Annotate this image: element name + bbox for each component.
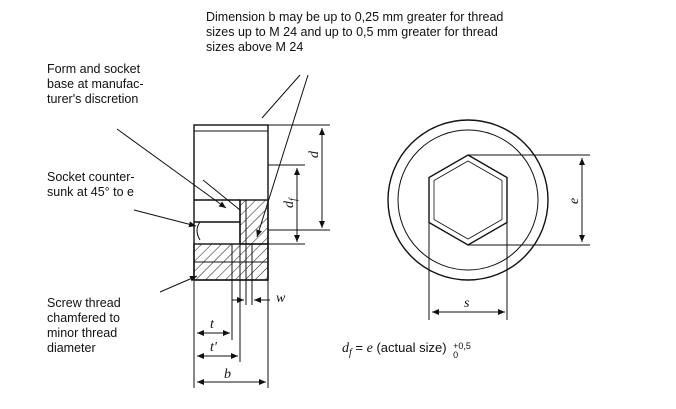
hex-socket — [428, 154, 508, 246]
note-top-line-1: Dimension b may be up to 0,25 mm greater… — [206, 10, 504, 24]
plug-wall-hatch — [239, 199, 269, 245]
note-thread-line-1: Screw thread — [47, 296, 121, 310]
note-thread-line-4: diameter — [47, 341, 96, 355]
note-form-socket-base: Form and socket base at manufac- turer's… — [47, 62, 144, 107]
dim-s-label: s — [464, 296, 470, 311]
formula-rhs-text: (actual size) — [372, 340, 451, 355]
leader-socket — [133, 209, 197, 228]
dim-e-label: e — [567, 198, 582, 204]
note-top-line-3: sizes above M 24 — [206, 40, 304, 54]
note-form-line-3: turer's discretion — [47, 92, 139, 106]
hex-inner-edge — [433, 160, 503, 240]
note-socket-line-2: sunk at 45° to e — [47, 185, 134, 199]
outer-circle — [387, 119, 549, 281]
dim-d-label: d — [307, 150, 322, 158]
leader-top-1 — [261, 74, 301, 119]
note-leaders — [116, 74, 309, 293]
formula-tol-lower: 0 — [453, 350, 459, 360]
plug-end-view — [387, 119, 549, 281]
leader-top-2 — [256, 74, 309, 238]
formula-lhs: d — [342, 341, 349, 356]
dim-b-label: b — [224, 367, 231, 382]
dim-w-label: w — [276, 291, 286, 306]
note-form-line-2: base at manufac- — [47, 77, 144, 91]
note-dimension-b: Dimension b may be up to 0,25 mm greater… — [206, 10, 503, 55]
note-thread-line-3: minor thread — [47, 326, 118, 340]
note-thread-line-2: chamfered to — [47, 311, 120, 325]
note-socket-line-1: Socket counter- — [47, 170, 135, 184]
inner-circle — [397, 129, 539, 271]
leader-thread — [159, 275, 198, 293]
note-top-line-2: sizes up to M 24 and up to 0,5 mm greate… — [206, 25, 498, 39]
formula-tol-upper: +0,5 — [453, 341, 471, 351]
socket-base-arc — [196, 221, 201, 241]
dimension-end-view — [428, 154, 590, 320]
formula-lhs-sub: f — [349, 347, 352, 359]
dimension-horizontal — [193, 244, 270, 388]
plug-side-view — [193, 124, 269, 281]
formula-eq: = — [351, 340, 367, 355]
note-socket-countersunk: Socket counter- sunk at 45° to e — [47, 170, 135, 200]
dim-df-label: df — [282, 197, 299, 208]
countersink-line — [202, 179, 241, 211]
note-screw-thread: Screw thread chamfered to minor thread d… — [47, 296, 121, 356]
formula-rhs-var: e — [366, 341, 373, 356]
dim-tprime-label: t' — [210, 340, 218, 355]
leader-form — [116, 128, 227, 209]
dimension-vertical — [268, 124, 330, 245]
note-form-line-1: Form and socket — [47, 62, 141, 76]
dim-t-label: t — [210, 317, 215, 332]
